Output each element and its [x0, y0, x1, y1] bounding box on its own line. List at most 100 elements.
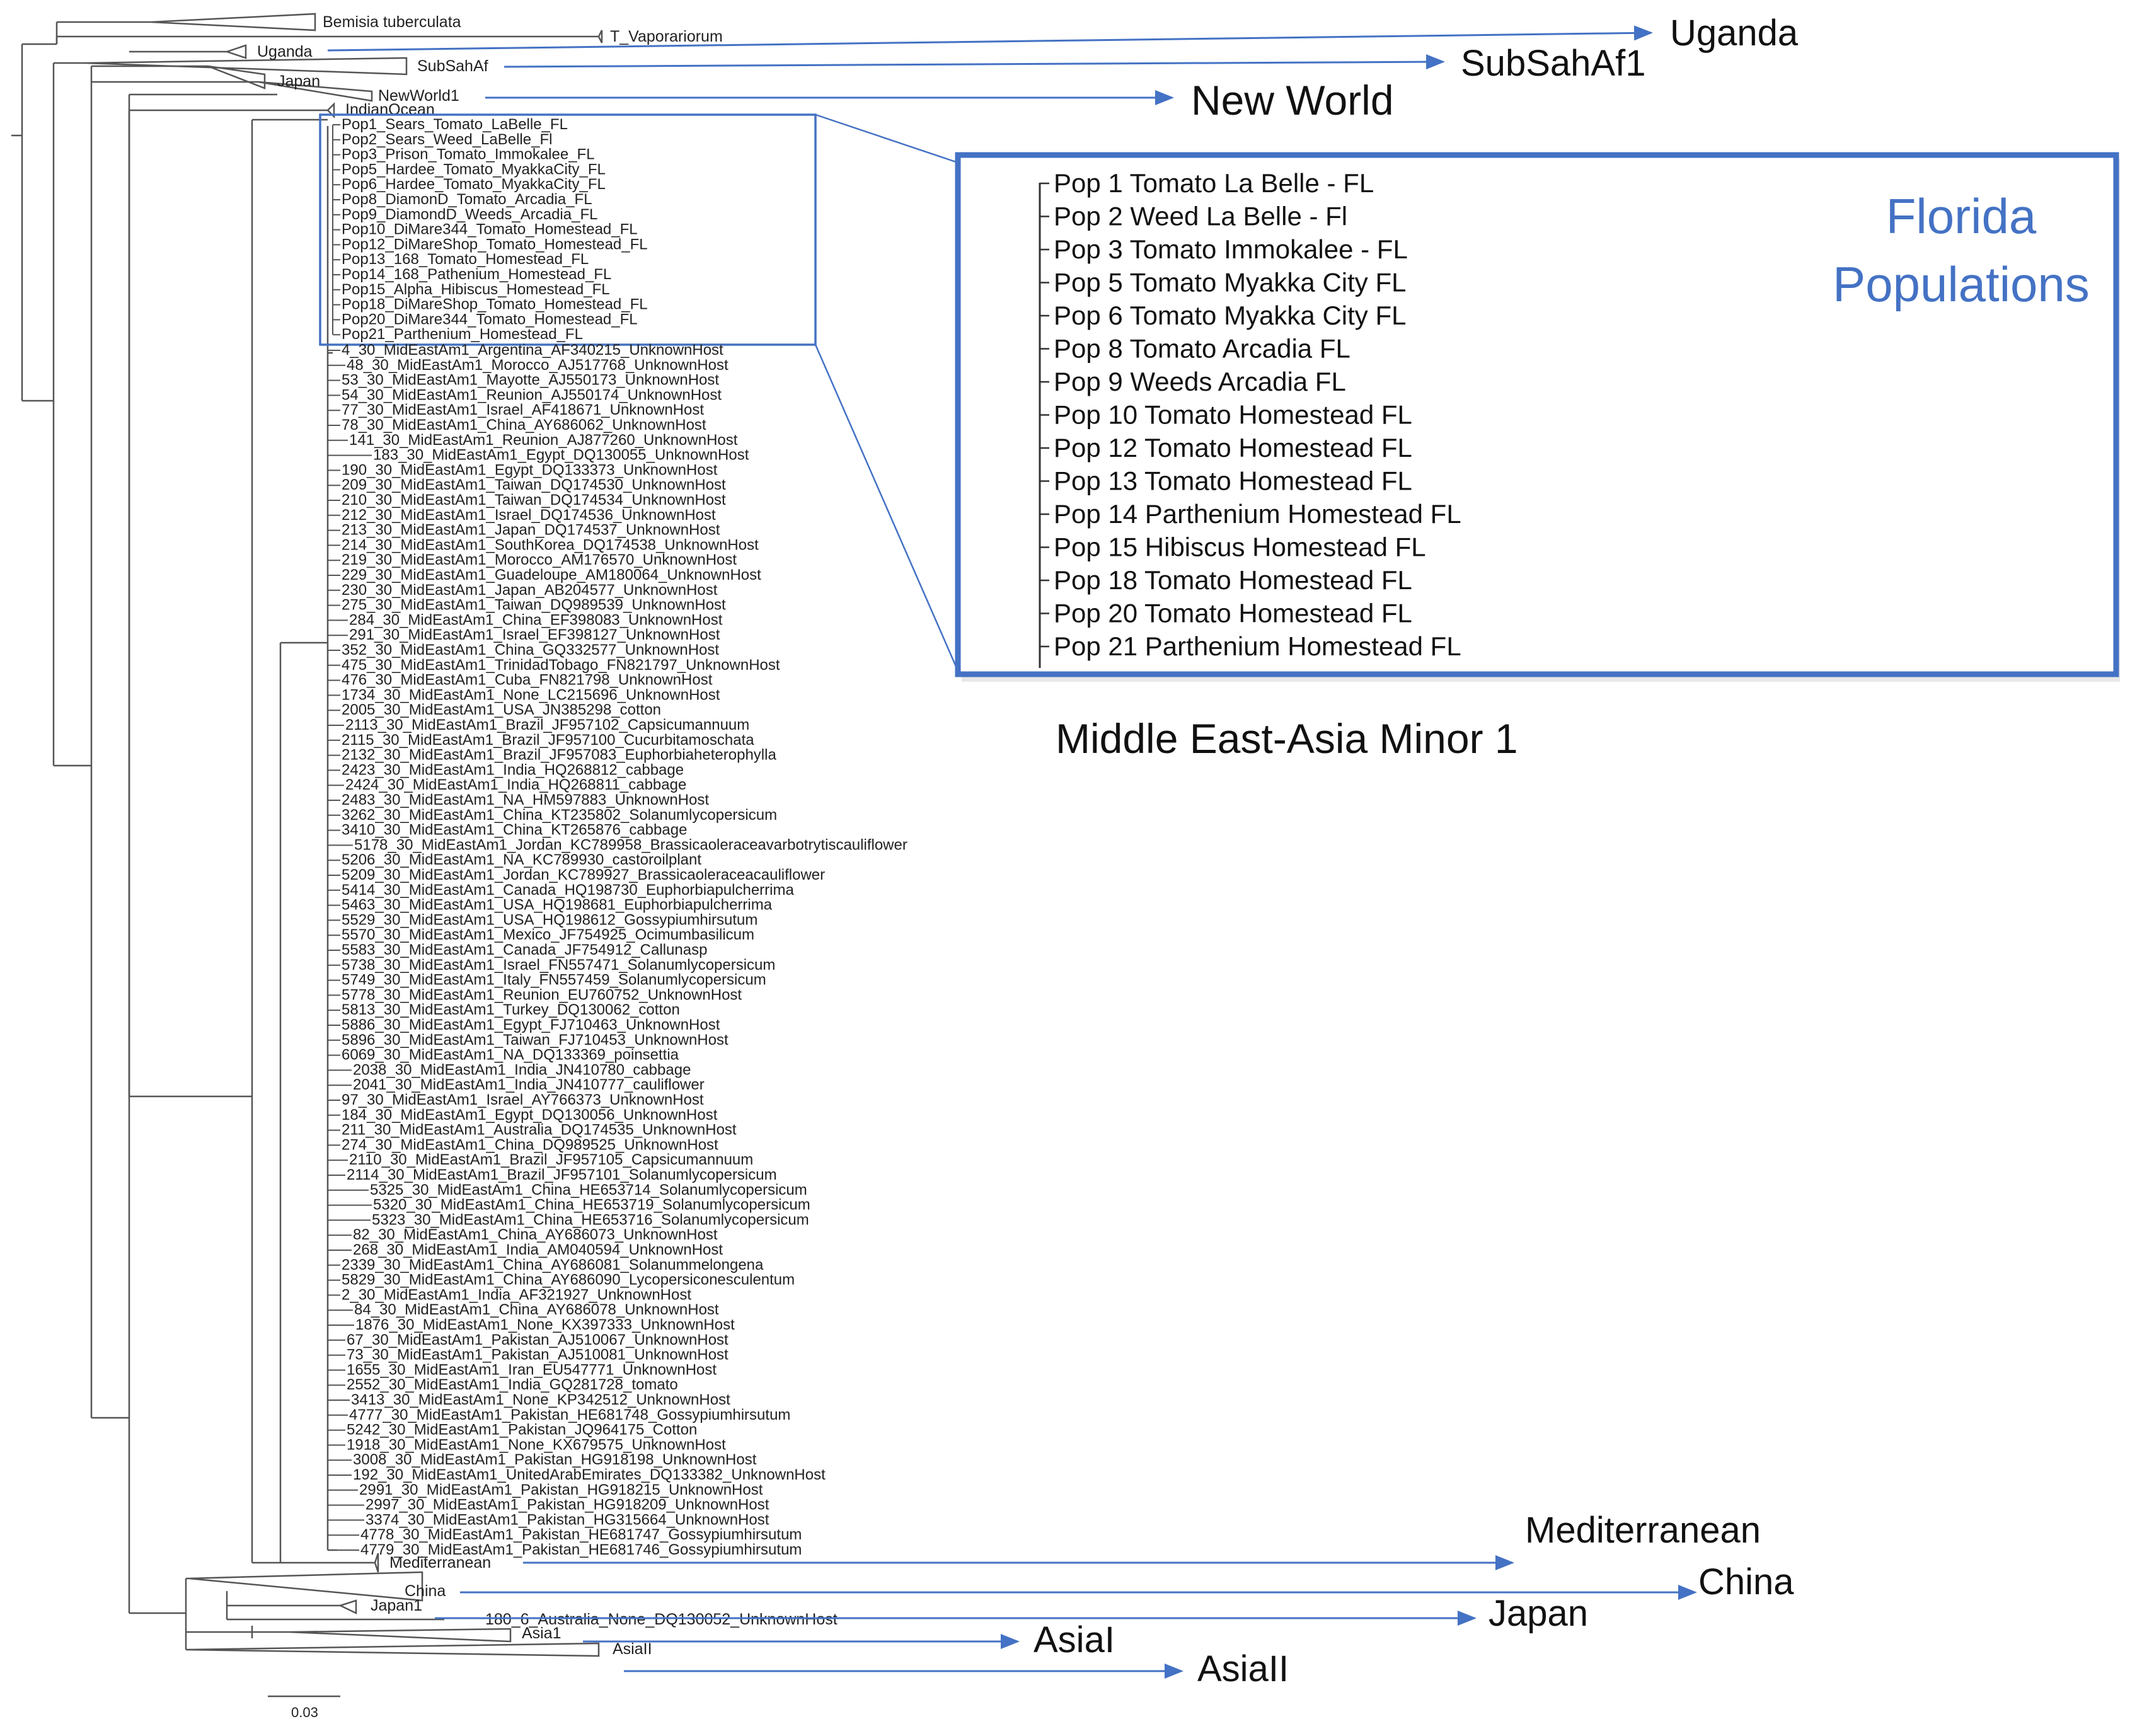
- tree-backbone: [11, 21, 599, 1650]
- meam1-taxon-label: 219_30_MidEastAm1_Morocco_AM176570_Unkno…: [342, 551, 737, 568]
- meam1-taxon-label: 5886_30_MidEastAm1_Egypt_FJ710463_Unknow…: [342, 1016, 720, 1033]
- arrow-uganda: [327, 25, 1653, 52]
- collapsed-clade-stems: [129, 50, 444, 1638]
- meam1-taxon-label: 2424_30_MidEastAm1_India_HQ268811_cabbag…: [345, 776, 686, 793]
- meam1-taxa-labels: 4_30_MidEastAm1_Argentina_AF340215_Unkno…: [328, 342, 907, 1558]
- clade-label-japan1: Japan1: [371, 1597, 422, 1614]
- meam1-taxon-label: 4_30_MidEastAm1_Argentina_AF340215_Unkno…: [342, 342, 723, 359]
- meam1-taxon-label: 284_30_MidEastAm1_China_EF398083_Unknown…: [349, 611, 723, 628]
- clade-label-asia1: Asia1: [522, 1624, 561, 1642]
- wedge-japan-top: [207, 65, 266, 89]
- meam1-taxon-label: 5529_30_MidEastAm1_USA_HQ198612_Gossypiu…: [342, 911, 757, 928]
- meam1-taxon-label: 2113_30_MidEastAm1_Brazil_JF957102_Capsi…: [345, 716, 749, 733]
- meam1-taxon-label: 5209_30_MidEastAm1_Jordan_KC789927_Brass…: [342, 866, 825, 883]
- meam1-taxon-label: 5178_30_MidEastAm1_Jordan_KC789958_Brass…: [354, 836, 907, 853]
- meam1-taxon-label: 184_30_MidEastAm1_Egypt_DQ130056_Unknown…: [342, 1107, 718, 1124]
- meam1-taxon-label: 5896_30_MidEastAm1_Taiwan_FJ710453_Unkno…: [342, 1032, 728, 1049]
- meam1-taxon-label: 78_30_MidEastAm1_China_AY686062_UnknownH…: [342, 417, 706, 434]
- meam1-taxon-label: 475_30_MidEastAm1_TrinidadTobago_FN82179…: [342, 657, 780, 674]
- florida-panel-items: Pop 1 Tomato La Belle - FL Pop 2 Weed La …: [1040, 168, 1461, 661]
- meam1-taxon-label: 1655_30_MidEastAm1_Iran_EU547771_Unknown…: [347, 1361, 717, 1378]
- meam1-taxon-label: 3413_30_MidEastAm1_None_KP342512_Unknown…: [351, 1391, 730, 1408]
- florida-panel-item: Pop 1 Tomato La Belle - FL: [1054, 168, 1374, 198]
- florida-connector-top: [815, 113, 959, 164]
- meam1-taxon-label: 3374_30_MidEastAm1_Pakistan_HG315664_Unk…: [366, 1511, 769, 1528]
- meam1-taxon-label: 5813_30_MidEastAm1_Turkey_DQ130062_cotto…: [342, 1001, 680, 1018]
- wedge-subsahaf: [84, 57, 408, 76]
- florida-taxon-label: Pop5_Hardee_Tomato_MyakkaCity_FL: [342, 161, 606, 178]
- florida-taxon-label: Pop14_168_Pathenium_Homestead_FL: [342, 266, 611, 283]
- meam1-taxon-label: 211_30_MidEastAm1_Australia_DQ174535_Unk…: [342, 1122, 737, 1139]
- meam1-taxon-label: 2110_30_MidEastAm1_Brazil_JF957105_Capsi…: [349, 1151, 753, 1168]
- meam1-taxon-label: 97_30_MidEastAm1_Israel_AY766373_Unknown…: [342, 1091, 704, 1108]
- florida-panel-item: Pop 8 Tomato Arcadia FL: [1054, 334, 1350, 364]
- scale-bar-label: 0.03: [291, 1704, 318, 1720]
- florida-connector-bottom: [814, 344, 958, 669]
- meam1-taxon-label: 2991_30_MidEastAm1_Pakistan_HG918215_Unk…: [359, 1481, 763, 1498]
- group-label-uganda: Uganda: [1670, 13, 1799, 54]
- meam1-taxon-label: 84_30_MidEastAm1_China_AY686078_UnknownH…: [354, 1301, 719, 1318]
- meam1-taxon-label: 213_30_MidEastAm1_Japan_DQ174537_Unknown…: [342, 522, 720, 539]
- wedge-japan1: [338, 1599, 357, 1614]
- florida-taxon-label: Pop15_Alpha_Hibiscus_Homestead_FL: [342, 281, 610, 298]
- outgroup-label-newworld: NewWorld1: [378, 87, 459, 105]
- florida-panel-frame: [955, 152, 2119, 677]
- outgroup-label-uganda: Uganda: [257, 43, 313, 60]
- florida-highlight-box: [319, 113, 817, 346]
- florida-taxon-label: Pop8_DiamonD_Tomato_Arcadia_FL: [342, 191, 592, 208]
- meam1-taxon-label: 1734_30_MidEastAm1_None_LC215696_Unknown…: [342, 686, 720, 703]
- meam1-taxon-label: 6069_30_MidEastAm1_NA_DQ133369_poinsetti…: [342, 1047, 679, 1064]
- florida-panel-item: Pop 15 Hibiscus Homestead FL: [1054, 532, 1426, 562]
- wedge-asiaII: [185, 1642, 600, 1657]
- meam1-taxon-label: 54_30_MidEastAm1_Reunion_AJ550174_Unknow…: [342, 386, 722, 403]
- florida-populations-panel: Florida Populations: [955, 152, 2120, 682]
- meam1-taxon-label: 5206_30_MidEastAm1_NA_KC789930_castoroil…: [342, 851, 701, 868]
- wedge-china: [188, 1571, 423, 1602]
- meam1-taxon-label: 274_30_MidEastAm1_China_DQ989525_Unknown…: [342, 1136, 718, 1153]
- meam1-taxon-label: 3008_30_MidEastAm1_Pakistan_HG918198_Unk…: [353, 1451, 757, 1468]
- meam1-taxon-label: 4778_30_MidEastAm1_Pakistan_HE681747_Gos…: [360, 1526, 802, 1543]
- meam1-group-label: Middle East-Asia Minor 1: [1056, 715, 1518, 762]
- outgroup-label-japan: Japan: [277, 72, 320, 90]
- meam1-taxon-label: 5570_30_MidEastAm1_Mexico_JF754925_Ocimu…: [342, 926, 754, 943]
- florida-panel-item: Pop 3 Tomato Immokalee - FL: [1054, 234, 1408, 264]
- florida-taxon-label: Pop12_DiMareShop_Tomato_Homestead_FL: [342, 236, 648, 253]
- florida-panel-item: Pop 21 Parthenium Homestead FL: [1054, 631, 1461, 661]
- group-label-subsahaf1: SubSahAf1: [1461, 43, 1645, 84]
- meam1-taxon-label: 352_30_MidEastAm1_China_GQ332577_Unknown…: [342, 641, 719, 658]
- florida-panel-item: Pop 5 Tomato Myakka City FL: [1054, 268, 1406, 297]
- group-label-japan: Japan: [1488, 1593, 1588, 1634]
- florida-taxa-labels: Pop1_Sears_Tomato_LaBelle_FLPop2_Sears_W…: [332, 116, 648, 343]
- meam1-taxon-label: 190_30_MidEastAm1_Egypt_DQ133373_Unknown…: [342, 461, 718, 478]
- wedge-uganda: [224, 44, 247, 59]
- florida-taxon-label: Pop2_Sears_Weed_LaBelle_Fl: [342, 131, 552, 148]
- meam1-taxon-label: 5749_30_MidEastAm1_Italy_FN557459_Solanu…: [342, 972, 766, 989]
- meam1-taxon-label: 183_30_MidEastAm1_Egypt_DQ130055_Unknown…: [373, 447, 749, 464]
- clade-label-australia: 180_6_Australia_None_DQ130052_UnknownHos…: [485, 1611, 838, 1628]
- meam1-taxon-label: 5323_30_MidEastAm1_China_HE653716_Solanu…: [372, 1211, 809, 1228]
- meam1-taxon-label: 209_30_MidEastAm1_Taiwan_DQ174530_Unknow…: [342, 476, 726, 493]
- meam1-taxon-label: 73_30_MidEastAm1_Pakistan_AJ510081_Unkno…: [347, 1347, 728, 1364]
- florida-panel-item: Pop 2 Weed La Belle - Fl: [1054, 202, 1347, 231]
- florida-panel-item: Pop 18 Tomato Homestead FL: [1054, 565, 1412, 595]
- florida-panel-item: Pop 9 Weeds Arcadia FL: [1054, 367, 1346, 396]
- florida-taxon-label: Pop21_Parthenium_Homestead_FL: [342, 326, 583, 343]
- meam1-taxon-label: 5242_30_MidEastAm1_Pakistan_JQ964175_Cot…: [347, 1422, 697, 1439]
- florida-panel-item: Pop 12 Tomato Homestead FL: [1054, 433, 1412, 463]
- meam1-taxon-label: 77_30_MidEastAm1_Israel_AF418671_Unknown…: [342, 401, 704, 418]
- meam1-taxon-label: 4779_30_MidEastAm1_Pakistan_HE681746_Gos…: [360, 1541, 802, 1558]
- wedge-asia1: [289, 1628, 512, 1643]
- meam1-taxon-label: 1918_30_MidEastAm1_None_KX679575_Unknown…: [347, 1436, 726, 1453]
- meam1-taxon-label: 275_30_MidEastAm1_Taiwan_DQ989539_Unknow…: [342, 597, 726, 614]
- meam1-taxon-label: 192_30_MidEastAm1_UnitedArabEmirates_DQ1…: [353, 1466, 826, 1483]
- wedge-bemisia: [151, 13, 316, 32]
- meam1-taxon-label: 2339_30_MidEastAm1_China_AY686081_Solanu…: [342, 1256, 764, 1273]
- meam1-taxon-label: 4777_30_MidEastAm1_Pakistan_HE681748_Gos…: [349, 1406, 790, 1423]
- outgroup-labels: Bemisia tuberculata T_Vaporariorum Ugand…: [257, 13, 723, 118]
- florida-panel-item: Pop 10 Tomato Homestead FL: [1054, 400, 1412, 430]
- meam1-taxon-label: 210_30_MidEastAm1_Taiwan_DQ174534_Unknow…: [342, 491, 726, 509]
- meam1-taxon-label: 476_30_MidEastAm1_Cuba_FN821798_UnknownH…: [342, 672, 713, 689]
- meam1-taxon-label: 2132_30_MidEastAm1_Brazil_JF957083_Eupho…: [342, 747, 776, 764]
- wedge-mediterranean: [374, 1553, 379, 1573]
